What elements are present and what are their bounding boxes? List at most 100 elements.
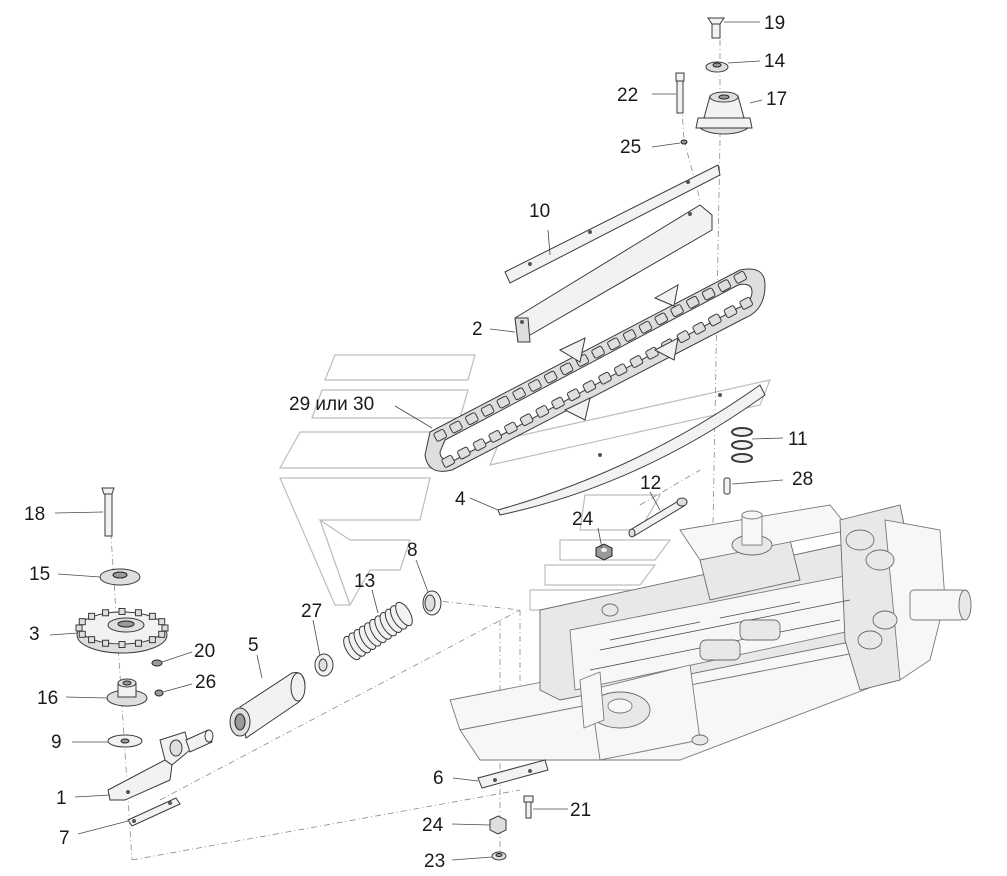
part-21-bolt: [523, 795, 534, 819]
chain-link: [582, 380, 597, 393]
label-4: 4: [455, 489, 466, 510]
chain-link: [654, 312, 669, 326]
chain-link: [535, 405, 550, 418]
chain-link: [638, 320, 653, 334]
part-25-washer: [680, 139, 688, 145]
chain-link: [686, 295, 700, 309]
part-4-scraper-blade: [497, 384, 766, 516]
part-19-screw: [707, 17, 725, 39]
chain-link: [441, 454, 455, 468]
leader-lines: [49, 21, 784, 861]
chain-link: [551, 396, 565, 410]
chain-link: [629, 355, 644, 368]
part-24-nut-lower: [489, 815, 507, 835]
part-20-nut: [151, 659, 163, 667]
part-18-bolt: [101, 487, 115, 537]
chain-link: [607, 337, 621, 351]
part-number-labels: 19 14 22 17 25 10 2 29 или 30 11 28 4 12…: [24, 13, 813, 872]
sprocket-tooth: [158, 618, 166, 626]
part-12-shaft: [628, 497, 688, 538]
label-20: 20: [194, 641, 215, 662]
chain-link: [717, 279, 732, 292]
part-2-guide-bar: [514, 204, 713, 343]
label-5: 5: [248, 635, 259, 656]
sprocket-tooth: [118, 641, 126, 648]
part-27-washer: [314, 653, 334, 677]
chain-link: [465, 412, 479, 426]
label-11: 11: [788, 429, 808, 450]
chain-link: [457, 446, 471, 460]
label-10: 10: [529, 201, 550, 222]
chain-link: [739, 296, 753, 310]
part-6-plate: [477, 759, 549, 789]
chain-link: [480, 404, 495, 417]
part-28-pin: [723, 477, 731, 495]
label-1: 1: [56, 788, 67, 809]
sprocket-teeth: [75, 608, 169, 648]
part-23-nut: [491, 851, 507, 861]
sprocket-tooth: [161, 624, 169, 632]
chain-link: [723, 305, 738, 318]
chain-link: [528, 379, 542, 392]
gearbox-housing-assembly: [449, 504, 972, 761]
sprocket-tooth: [134, 609, 142, 617]
label-28: 28: [792, 469, 813, 490]
sprocket-tooth: [88, 636, 96, 644]
chain-link: [566, 388, 581, 402]
part-7-strip: [127, 797, 181, 827]
label-15: 15: [29, 564, 50, 585]
chain-link: [622, 329, 637, 342]
chain-link: [488, 430, 503, 443]
chain-link: [496, 395, 511, 409]
sprocket-tooth: [78, 618, 86, 626]
sprocket-tooth: [134, 639, 142, 647]
chain-link: [613, 363, 628, 377]
sprocket-tooth: [102, 639, 110, 647]
sprocket-tooth: [102, 609, 110, 617]
label-25: 25: [620, 137, 641, 158]
part-14-bushing: [705, 61, 729, 73]
part-15-washer: [99, 568, 141, 586]
part-26-washer: [154, 689, 164, 697]
chain-link: [559, 362, 574, 376]
part-13-spring: [343, 601, 413, 661]
label-23: 23: [424, 851, 445, 872]
part-10-strip-plate: [504, 164, 721, 284]
chain-link: [512, 387, 526, 401]
chain-link: [472, 438, 487, 452]
chain-link: [543, 370, 558, 384]
sprocket-tooth: [88, 612, 96, 620]
chain-link: [433, 428, 447, 442]
part-3-driven-sprocket: [75, 608, 169, 654]
label-18: 18: [24, 504, 45, 525]
sprocket-tooth: [118, 608, 126, 615]
chain-link: [701, 287, 716, 301]
label-19: 19: [764, 13, 785, 34]
sprocket-tooth: [148, 636, 156, 644]
chain-link: [733, 270, 747, 284]
label-6: 6: [433, 768, 444, 789]
label-8: 8: [407, 540, 418, 561]
chain-link: [591, 345, 605, 359]
chain-link: [598, 371, 612, 385]
label-22: 22: [617, 85, 638, 106]
sprocket-tooth: [78, 630, 86, 638]
part-22-bolt: [675, 72, 685, 114]
chain-links: [433, 270, 753, 468]
chain-link: [504, 421, 518, 435]
label-24-upper: 24: [572, 509, 594, 530]
chain-link: [692, 321, 706, 335]
chain-link: [670, 304, 684, 317]
part-16-hub: [106, 678, 148, 707]
label-12: 12: [640, 473, 661, 494]
chain-link: [519, 413, 534, 427]
sprocket-tooth: [158, 630, 166, 638]
part-9-washer: [107, 734, 143, 748]
label-27: 27: [301, 601, 322, 622]
part-29-30-conveyor-chain: [424, 268, 766, 472]
chain-link: [708, 313, 722, 327]
part-24-nut-upper: [595, 543, 613, 561]
label-13: 13: [354, 571, 375, 592]
